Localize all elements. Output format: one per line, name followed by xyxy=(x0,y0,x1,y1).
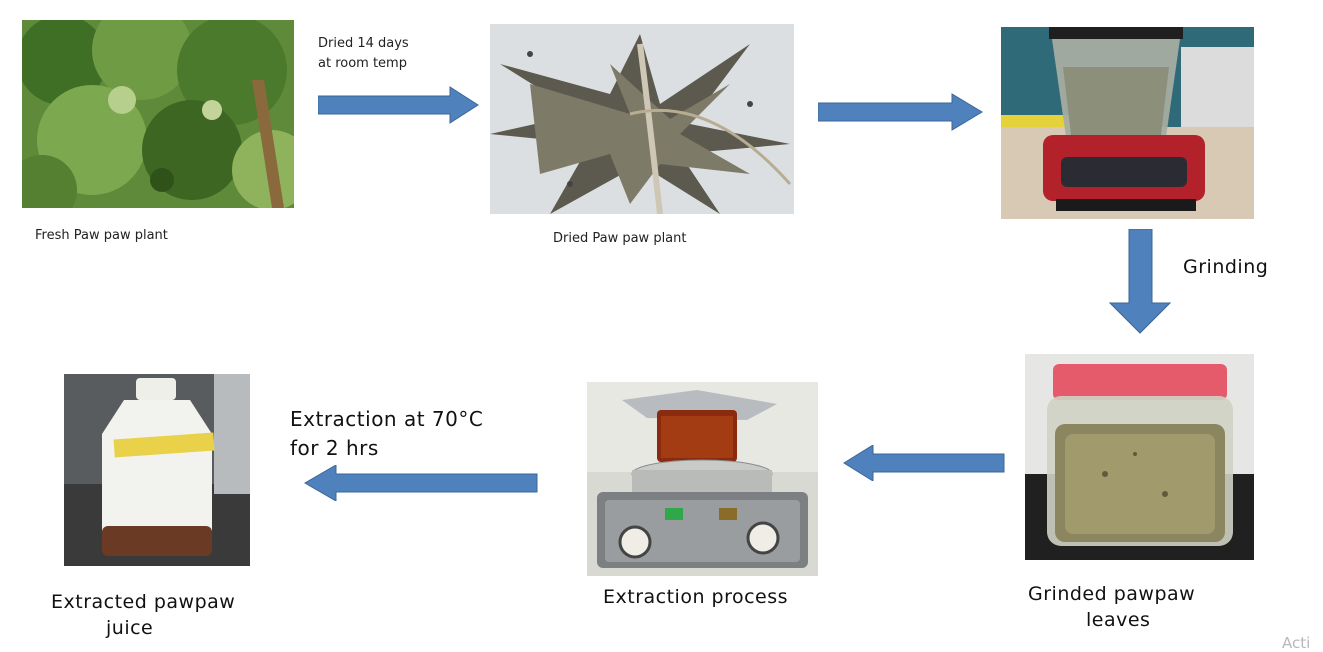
juice-caption-line2: juice xyxy=(106,617,154,639)
to-blender-arrow xyxy=(818,93,984,131)
blender-photo xyxy=(1001,27,1254,219)
fresh-plant-caption: Fresh Paw paw plant xyxy=(35,228,168,243)
grinded-caption-line2: leaves xyxy=(1086,609,1151,631)
activation-watermark: Acti xyxy=(1282,634,1311,652)
dried-pawpaw-plant-photo xyxy=(490,24,794,214)
fresh-pawpaw-plant-photo xyxy=(22,20,294,208)
extraction-arrow xyxy=(304,465,538,501)
extraction-photo xyxy=(587,382,818,576)
grinded-leaves-photo xyxy=(1025,354,1254,560)
drying-arrow xyxy=(318,86,480,124)
juice-caption-line1: Extracted pawpaw xyxy=(51,591,236,613)
extraction-caption: Extraction process xyxy=(603,586,789,608)
grinded-caption-line1: Grinded pawpaw xyxy=(1028,583,1196,605)
extraction-label-line1: Extraction at 70°C xyxy=(290,407,484,431)
grinding-label: Grinding xyxy=(1183,256,1269,278)
extraction-label-line2: for 2 hrs xyxy=(290,436,379,460)
dried-plant-caption: Dried Paw paw plant xyxy=(553,231,687,246)
grinding-arrow xyxy=(1109,229,1171,335)
drying-label-line2: at room temp xyxy=(318,56,407,71)
pawpaw-juice-photo xyxy=(64,374,250,566)
to-extraction-arrow xyxy=(843,445,1005,481)
drying-label-line1: Dried 14 days xyxy=(318,36,409,51)
